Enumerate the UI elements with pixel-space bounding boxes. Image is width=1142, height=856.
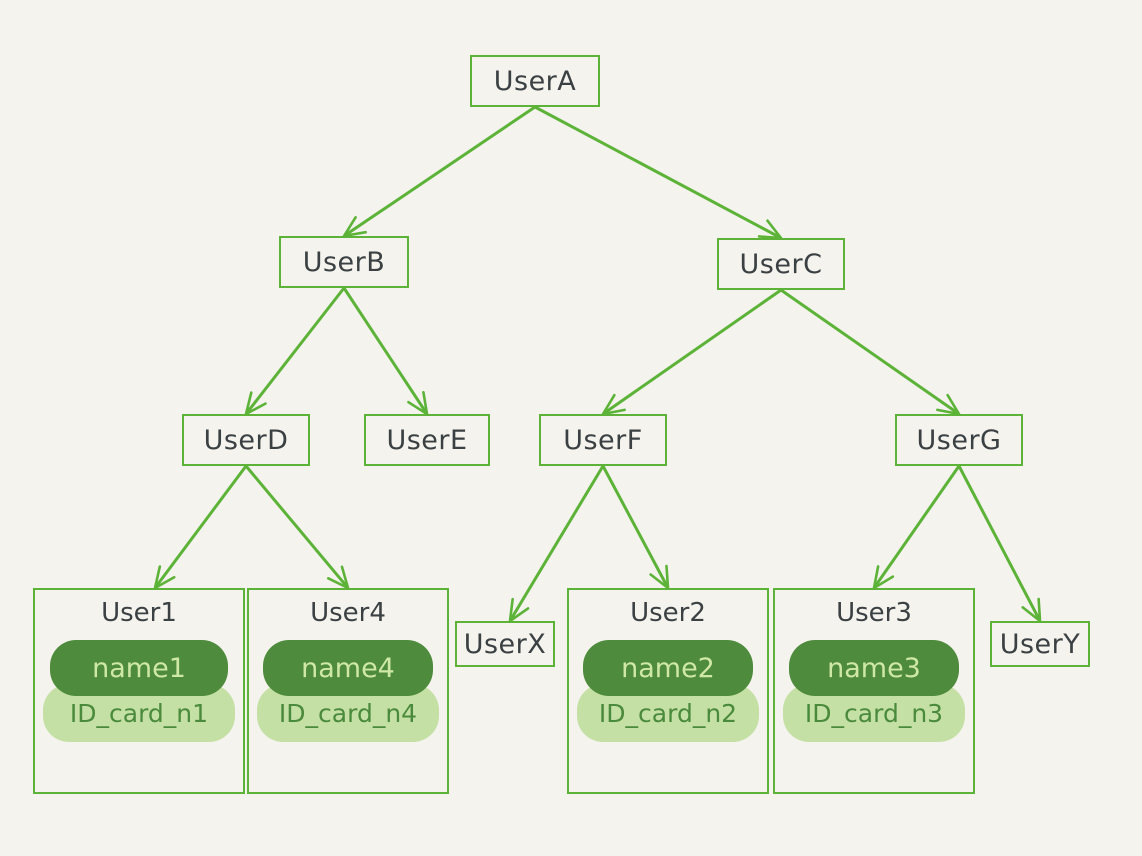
edge-userc-to-userg — [779, 288, 961, 416]
arrowhead-icon — [872, 565, 895, 590]
node-userf[interactable]: UserF — [539, 414, 667, 466]
edge-userf-to-user2 — [601, 464, 670, 590]
edge-userb-to-usere — [342, 286, 429, 416]
node-userg[interactable]: UserG — [895, 414, 1023, 466]
node-userx[interactable]: UserX — [455, 621, 555, 667]
arrowhead-icon — [649, 564, 670, 590]
card-title: User4 — [310, 598, 386, 628]
arrowhead-icon — [342, 216, 367, 238]
edge-userg-to-user3 — [872, 464, 961, 590]
field-name-pill: name1 — [49, 640, 229, 696]
edge-usera-to-userb — [342, 105, 537, 238]
arrowhead-icon — [407, 390, 429, 416]
node-label: UserF — [563, 424, 643, 456]
node-label: UserX — [463, 628, 547, 660]
node-userd[interactable]: UserD — [182, 414, 310, 466]
arrowhead-icon — [244, 391, 267, 416]
arrowhead-icon — [326, 565, 350, 590]
field-name-pill: name2 — [582, 640, 754, 696]
arrowhead-icon — [757, 219, 783, 240]
node-usere[interactable]: UserE — [364, 414, 490, 466]
edge-userc-to-userf — [601, 288, 783, 416]
node-label: UserC — [739, 248, 823, 280]
node-usera[interactable]: UserA — [470, 55, 600, 107]
node-label: UserB — [302, 246, 386, 278]
arrowhead-icon — [601, 393, 626, 416]
card-title: User3 — [836, 598, 912, 628]
node-usery[interactable]: UserY — [990, 621, 1090, 667]
node-label: UserE — [386, 424, 468, 456]
edge-userb-to-userd — [244, 286, 346, 416]
node-userb[interactable]: UserB — [279, 236, 409, 288]
node-label: UserA — [493, 65, 577, 97]
node-label: UserD — [203, 424, 289, 456]
field-name-pill: name3 — [788, 640, 960, 696]
card-title: User1 — [101, 598, 177, 628]
node-label: UserG — [916, 424, 1002, 456]
edge-usera-to-userc — [533, 105, 783, 240]
arrowhead-icon — [508, 597, 530, 623]
arrowhead-icon — [936, 393, 961, 416]
edge-userd-to-user4 — [244, 464, 350, 590]
arrowhead-icon — [1021, 597, 1042, 623]
field-name-pill: name4 — [262, 640, 434, 696]
edge-userd-to-user1 — [153, 464, 248, 590]
node-label: UserY — [999, 628, 1081, 660]
card-title: User2 — [630, 598, 706, 628]
arrowhead-icon — [153, 565, 176, 590]
node-userc[interactable]: UserC — [717, 238, 845, 290]
